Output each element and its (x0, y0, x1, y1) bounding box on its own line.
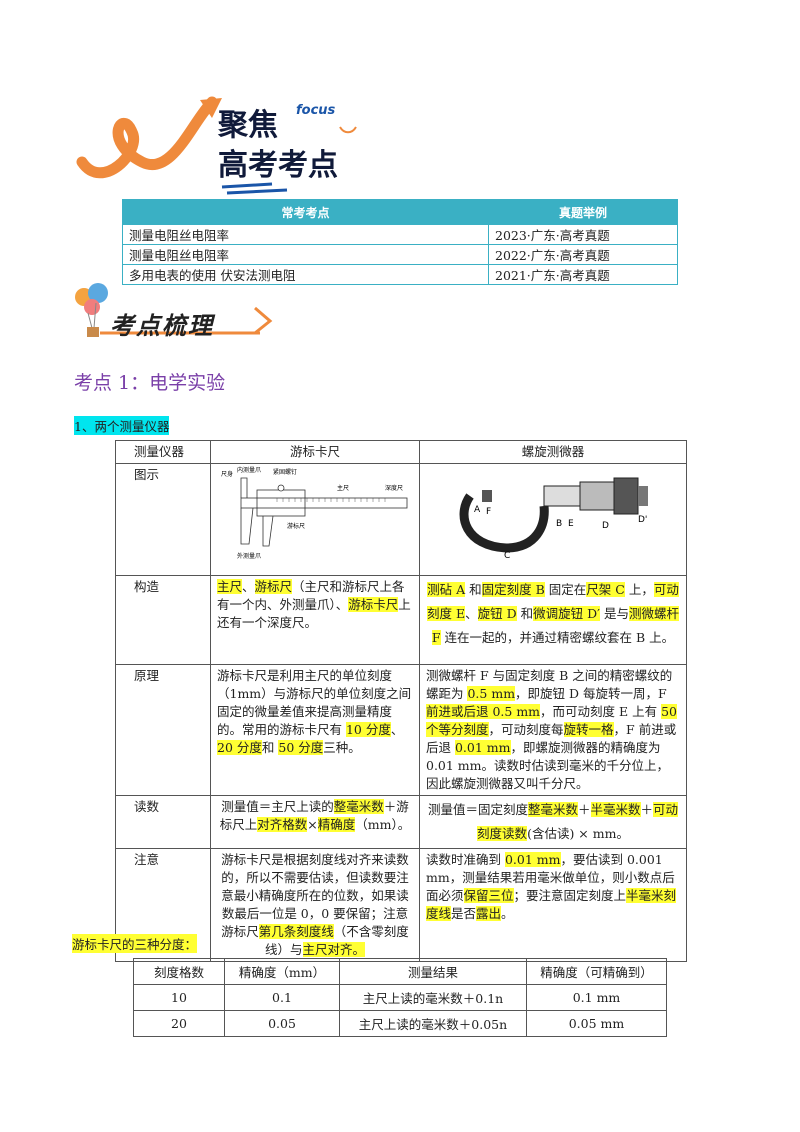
micrometer-notes: 读数时准确到 0.01 mm，要估读到 0.001 mm，测量结果若用毫米做单位… (419, 848, 687, 962)
balloon-icon (75, 283, 273, 337)
div-cell: 主尺上读的毫米数＋0.05n (339, 1010, 527, 1037)
caliper-notes: 游标卡尺是根据刻度线对齐来读数的，所以不需要估读，但读数要注意最小精确度所在的位… (210, 848, 420, 962)
exam-cell: 2022·广东·高考真题 (488, 244, 678, 265)
table-row: 测量电阻丝电阻率 2023·广东·高考真题 (122, 224, 678, 245)
micrometer-principle: 测微螺杆 F 与固定刻度 B 之间的精密螺纹的螺距为 0.5 mm，即旋钮 D … (419, 664, 687, 796)
fig-label: A (474, 505, 481, 515)
subsection-title: 1、两个测量仪器 (74, 416, 170, 435)
table-row: 读数 测量值＝主尺上读的整毫米数＋游标尺上对齐格数×精确度（mm）。 测量值＝固… (115, 795, 687, 849)
table-row: 图示 尺身 内测量爪 紧固螺钉 主尺 深度尺 游标尺 外测量爪 (115, 463, 687, 576)
div-header: 刻度格数 (133, 958, 225, 985)
fig-label: C (504, 551, 510, 561)
div-cell: 0.1 (224, 984, 340, 1011)
row-label-principle: 原理 (115, 664, 211, 796)
div-cell: 20 (133, 1010, 225, 1037)
focus-banner-graphic (76, 96, 357, 195)
div-header: 测量结果 (339, 958, 527, 985)
micrometer-structure: 测砧 A 和固定刻度 B 固定在尺架 C 上，可动刻度 E、旋钮 D 和微调旋钮… (419, 575, 687, 665)
div-header: 精确度（可精确到） (526, 958, 667, 985)
fig-label: 内测量爪 (237, 466, 261, 474)
exam-header-topic: 常考考点 (122, 199, 489, 225)
exam-cell: 测量电阻丝电阻率 (122, 224, 489, 245)
row-label-reading: 读数 (115, 795, 211, 849)
table-row: 注意 游标卡尺是根据刻度线对齐来读数的，所以不需要估读，但读数要注意最小精确度所… (115, 848, 687, 962)
table-row: 测量电阻丝电阻率 2022·广东·高考真题 (122, 244, 678, 265)
fig-label: 尺身 (221, 470, 233, 478)
exam-cell: 2023·广东·高考真题 (488, 224, 678, 245)
exam-cell: 2021·广东·高考真题 (488, 264, 678, 285)
caliper-structure: 主尺、游标尺（主尺和游标尺上各有一个内、外测量爪）、游标卡尺上还有一个深度尺。 (210, 575, 420, 665)
banner-line2: 高考考点 (218, 148, 338, 183)
banner-line1: 聚焦 (218, 108, 278, 143)
review-title: 考点梳理 (110, 312, 214, 340)
table-row: 多用电表的使用 伏安法测电阻 2021·广东·高考真题 (122, 264, 678, 285)
three-divisions-title: 游标卡尺的三种分度： (72, 934, 198, 953)
caliper-principle: 游标卡尺是利用主尺的单位刻度（1mm）与游标尺的单位刻度之间固定的微量差值来提高… (210, 664, 420, 796)
micrometer-figure-cell: A F B E D D' C (419, 463, 687, 576)
fig-label: 游标尺 (287, 522, 305, 530)
table-header-row: 测量仪器 游标卡尺 螺旋测微器 (115, 440, 687, 464)
div-cell: 10 (133, 984, 225, 1011)
table-row: 构造 主尺、游标尺（主尺和游标尺上各有一个内、外测量爪）、游标卡尺上还有一个深度… (115, 575, 687, 665)
div-cell: 0.05 mm (526, 1010, 667, 1037)
instruments-table: 测量仪器 游标卡尺 螺旋测微器 图示 尺身 内测量爪 紧固螺钉 主尺 深度尺 (115, 440, 687, 962)
table-row: 20 0.05 主尺上读的毫米数＋0.05n 0.05 mm (133, 1010, 667, 1037)
divisions-table: 刻度格数 精确度（mm） 测量结果 精确度（可精确到） 10 0.1 主尺上读的… (133, 958, 667, 1037)
table-row: 原理 游标卡尺是利用主尺的单位刻度（1mm）与游标尺的单位刻度之间固定的微量差值… (115, 664, 687, 796)
fig-label: D (602, 521, 609, 531)
div-cell: 0.1 mm (526, 984, 667, 1011)
exam-points-table: 常考考点 真题举例 测量电阻丝电阻率 2023·广东·高考真题 测量电阻丝电阻率… (122, 199, 678, 285)
exam-header-example: 真题举例 (488, 199, 678, 225)
fig-label: B (556, 519, 562, 529)
micrometer-reading: 测量值＝固定刻度整毫米数＋半毫米数＋可动刻度读数(含估读) × mm。 (419, 795, 687, 849)
table-row: 10 0.1 主尺上读的毫米数＋0.1n 0.1 mm (133, 984, 667, 1011)
micrometer-illustration: A F B E D D' C (459, 477, 648, 561)
fig-label: D' (638, 515, 647, 525)
fig-label: 主尺 (337, 484, 349, 492)
header-micrometer: 螺旋测微器 (419, 440, 687, 464)
fig-label: E (568, 519, 574, 529)
row-label-structure: 构造 (115, 575, 211, 665)
fig-label: F (486, 507, 491, 517)
caliper-figure-cell: 尺身 内测量爪 紧固螺钉 主尺 深度尺 游标尺 外测量爪 (210, 463, 420, 576)
div-cell: 主尺上读的毫米数＋0.1n (339, 984, 527, 1011)
caliper-reading: 测量值＝主尺上读的整毫米数＋游标尺上对齐格数×精确度（mm）。 (210, 795, 420, 849)
section-title: 考点 1：电学实验 (74, 372, 226, 394)
row-label-figure: 图示 (115, 463, 211, 576)
div-header: 精确度（mm） (224, 958, 340, 985)
fig-label: 外测量爪 (237, 552, 261, 560)
header-caliper: 游标卡尺 (210, 440, 420, 464)
div-cell: 0.05 (224, 1010, 340, 1037)
vernier-caliper-illustration: 尺身 内测量爪 紧固螺钉 主尺 深度尺 游标尺 外测量爪 (221, 466, 408, 560)
banner-focus-word: focus (296, 103, 336, 118)
fig-label: 深度尺 (385, 484, 403, 492)
exam-cell: 测量电阻丝电阻率 (122, 244, 489, 265)
header-instrument: 测量仪器 (115, 440, 211, 464)
exam-cell: 多用电表的使用 伏安法测电阻 (122, 264, 489, 285)
table-header-row: 刻度格数 精确度（mm） 测量结果 精确度（可精确到） (133, 958, 667, 985)
fig-label: 紧固螺钉 (273, 468, 297, 476)
